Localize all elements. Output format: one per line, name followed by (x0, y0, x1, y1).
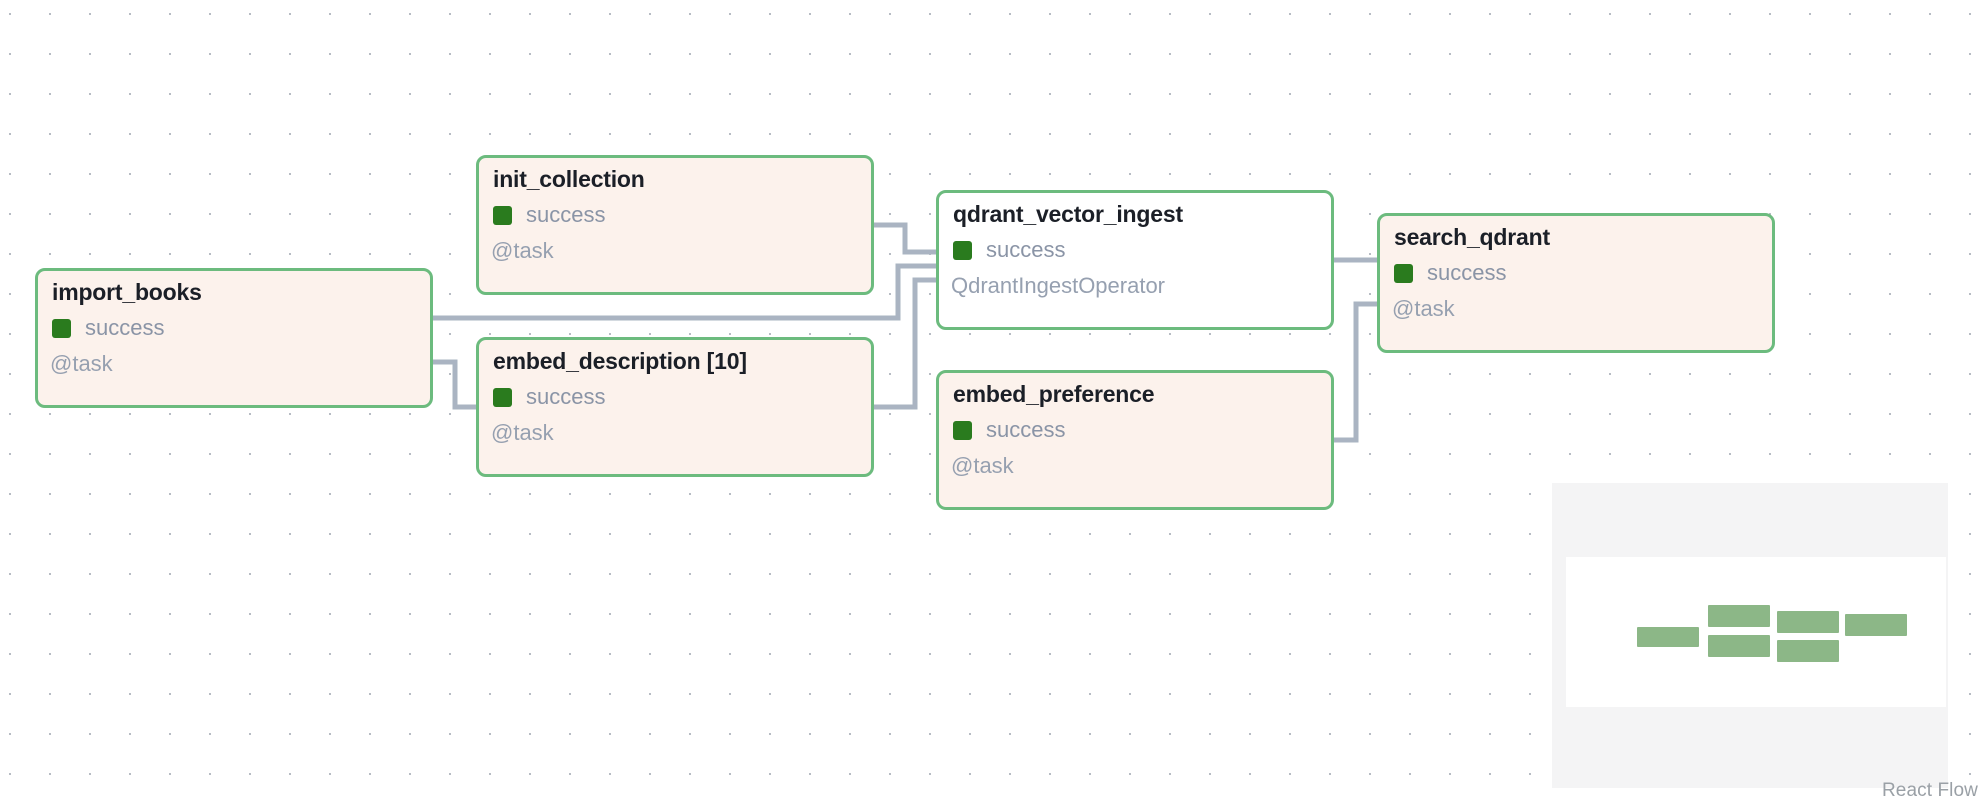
minimap[interactable] (1552, 483, 1948, 788)
green-square-icon (493, 205, 512, 225)
node-status-label: success (526, 384, 606, 409)
node-status-label: success (986, 417, 1066, 442)
node-status: success (52, 317, 164, 339)
node-status: success (953, 239, 1065, 261)
edge-embed_description-to-qdrant_vector_ingest (874, 277, 936, 410)
edge-embed_preference-to-search_qdrant (1334, 301, 1377, 443)
node-title: embed_description [10] (493, 348, 747, 374)
graph-node-embed_description[interactable]: embed_description [10] success @task (476, 337, 874, 477)
minimap-node-search_qdrant (1845, 614, 1907, 636)
node-status-label: success (986, 237, 1066, 262)
node-title: search_qdrant (1394, 224, 1550, 250)
node-type-label: @task (491, 238, 554, 263)
node-status: success (493, 204, 605, 226)
node-status-label: success (1427, 260, 1507, 285)
node-title: embed_preference (953, 381, 1155, 407)
green-square-icon (493, 387, 512, 407)
node-type-label: @task (491, 420, 554, 445)
minimap-node-qdrant_vector_ingest (1777, 611, 1839, 633)
node-status: success (1394, 262, 1506, 284)
node-type-label: @task (1392, 296, 1455, 321)
minimap-node-import_books (1637, 627, 1699, 647)
green-square-icon (953, 240, 972, 260)
node-status: success (953, 419, 1065, 441)
node-type-label: QdrantIngestOperator (951, 273, 1166, 298)
node-title: import_books (52, 279, 202, 305)
node-type-label: @task (50, 351, 113, 376)
minimap-node-init_collection (1708, 605, 1770, 627)
green-square-icon (1394, 263, 1413, 283)
minimap-node-embed_description (1708, 635, 1770, 657)
edge-init_collection-to-qdrant_vector_ingest (874, 222, 936, 255)
edge-import_books-to-embed_description (433, 359, 476, 410)
node-status-label: success (85, 315, 165, 340)
green-square-icon (52, 318, 71, 338)
node-title: init_collection (493, 166, 645, 192)
node-status-label: success (526, 202, 606, 227)
minimap-node-embed_preference (1777, 640, 1839, 662)
node-status: success (493, 386, 605, 408)
green-square-icon (953, 420, 972, 440)
node-type-label: @task (951, 453, 1014, 478)
node-title: qdrant_vector_ingest (953, 201, 1183, 227)
react-flow-attribution[interactable]: React Flow (1881, 780, 1978, 801)
